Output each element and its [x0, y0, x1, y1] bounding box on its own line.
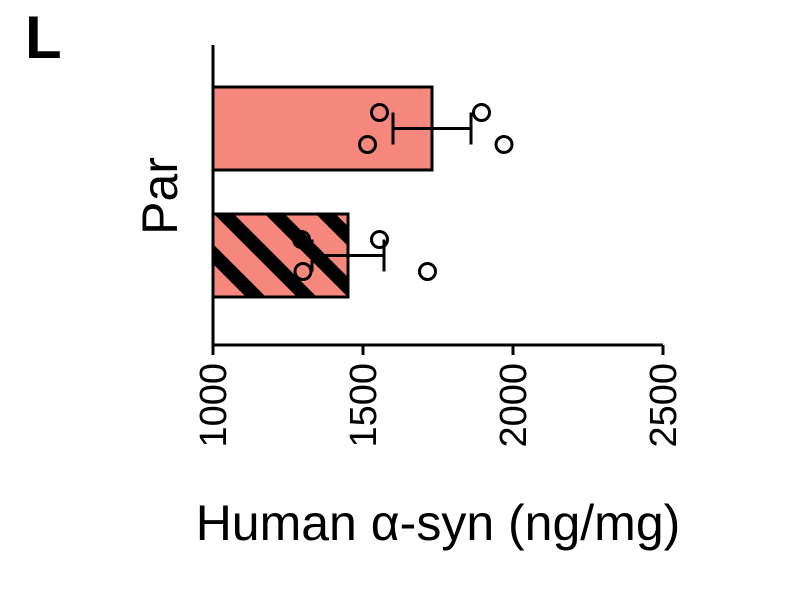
data-point	[292, 230, 311, 249]
data-point	[293, 262, 313, 281]
data-point	[370, 103, 389, 122]
points-layer	[292, 103, 514, 281]
x-tick-label: 2000	[493, 363, 535, 448]
data-point	[370, 230, 389, 249]
panel-label: L	[25, 4, 62, 71]
x-axis-label: Human α-syn (ng/mg)	[196, 495, 681, 551]
bars-layer	[211, 85, 434, 299]
data-point	[472, 103, 491, 122]
data-point	[418, 262, 437, 281]
data-point	[494, 135, 514, 154]
y-axis-category-label: Par	[132, 157, 188, 235]
x-axis-ticks: 1000 1500 2000 2500	[193, 345, 685, 448]
x-tick-label: 1500	[343, 363, 385, 448]
data-point	[358, 135, 377, 154]
x-tick-label: 1000	[193, 363, 235, 448]
x-tick-label: 2500	[643, 363, 685, 448]
